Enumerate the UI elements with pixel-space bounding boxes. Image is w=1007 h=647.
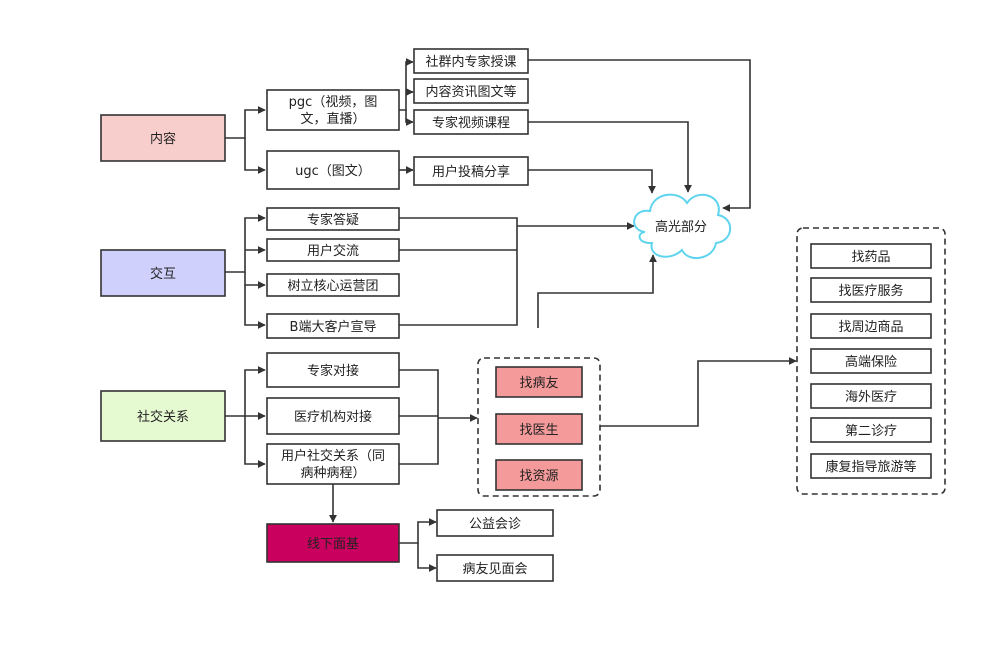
node-svc-drug: 找药品 xyxy=(810,243,932,269)
node-svc-medical-label: 找医疗服务 xyxy=(838,283,903,299)
category-interact: 交互 xyxy=(100,249,226,297)
node-bclient-label: B端大客户宣导 xyxy=(290,319,377,335)
highlight-label: 高光部分 xyxy=(655,219,707,235)
node-svc-overseas: 海外医疗 xyxy=(810,383,932,409)
node-org-label: 医疗机构对接 xyxy=(294,409,372,425)
connector-pgc-video xyxy=(405,110,414,126)
node-svc-rehab-label: 康复指导旅游等 xyxy=(825,459,916,475)
node-talk-label: 用户交流 xyxy=(307,243,359,259)
highlight-cloud xyxy=(633,193,732,259)
node-svc-goods: 找周边商品 xyxy=(810,313,932,339)
node-svc-insurance-label: 高端保险 xyxy=(845,354,897,370)
node-news: 内容资讯图文等 xyxy=(413,78,529,104)
category-content-label: 内容 xyxy=(150,131,176,147)
node-find-resource: 找资源 xyxy=(495,459,583,491)
connector-pgc-course xyxy=(399,58,414,111)
node-user-social: 用户社交关系（同 病种病程） xyxy=(266,443,400,485)
node-find-doctor: 找医生 xyxy=(495,413,583,445)
connector-social-expert xyxy=(225,366,266,417)
node-find-friend-label: 找病友 xyxy=(519,375,558,391)
connector-interact-core xyxy=(244,272,266,289)
node-course: 社群内专家授课 xyxy=(413,48,529,74)
node-find-resource-label: 找资源 xyxy=(519,469,558,484)
connector-content-pgc xyxy=(225,106,266,139)
node-user-social-line2: 病种病程） xyxy=(300,466,365,481)
node-share: 用户投稿分享 xyxy=(413,156,529,186)
node-expert: 专家对接 xyxy=(266,352,400,388)
node-offline: 线下面基 xyxy=(266,523,400,563)
node-find-doctor-label: 找医生 xyxy=(519,423,558,438)
node-video: 专家视频课程 xyxy=(413,109,529,135)
node-ugc: ugc（图文） xyxy=(266,150,400,190)
node-svc-medical: 找医疗服务 xyxy=(810,277,932,303)
node-offline-label: 线下面基 xyxy=(307,537,359,552)
node-core-label: 树立核心运营团 xyxy=(287,279,378,294)
node-course-label: 社群内专家授课 xyxy=(425,54,516,70)
category-social: 社交关系 xyxy=(100,390,226,442)
node-bclient: B端大客户宣导 xyxy=(266,313,400,339)
node-core: 树立核心运营团 xyxy=(266,273,400,297)
node-svc-goods-label: 找周边商品 xyxy=(838,320,903,335)
node-svc-drug-label: 找药品 xyxy=(851,250,890,265)
connector-share-highlight xyxy=(528,169,656,194)
connector-interact-bclient xyxy=(244,285,266,329)
category-content: 内容 xyxy=(100,114,226,162)
node-charity-label: 公益会诊 xyxy=(469,517,521,532)
node-svc-rehab: 康复指导旅游等 xyxy=(810,453,932,479)
connector-content-ugc xyxy=(244,138,266,174)
node-meet: 病友见面会 xyxy=(436,554,554,582)
node-charity: 公益会诊 xyxy=(436,509,554,537)
connectors xyxy=(225,58,797,572)
category-social-label: 社交关系 xyxy=(137,409,189,425)
node-talk: 用户交流 xyxy=(266,238,400,262)
node-expert-label: 专家对接 xyxy=(307,363,359,379)
node-video-label: 专家视频课程 xyxy=(432,115,510,131)
connector-lower-highlight xyxy=(537,254,657,328)
node-qa: 专家答疑 xyxy=(266,207,400,231)
node-meet-label: 病友见面会 xyxy=(462,561,527,577)
node-pgc-line2: 文，直播） xyxy=(300,112,365,127)
connector-social-user xyxy=(244,416,266,468)
node-pgc: pgc（视频，图 文，直播） xyxy=(266,89,400,131)
node-svc-insurance: 高端保险 xyxy=(810,348,932,374)
connector-offline-meet xyxy=(417,543,437,572)
connector-course-highlight xyxy=(528,59,751,212)
category-interact-label: 交互 xyxy=(150,266,176,282)
node-svc-second-label: 第二诊疗 xyxy=(845,424,897,439)
node-org: 医疗机构对接 xyxy=(266,397,400,435)
connector-social-merge xyxy=(399,369,439,465)
node-pgc-line1: pgc（视频，图 xyxy=(289,95,378,110)
node-ugc-label: ugc（图文） xyxy=(295,164,371,179)
connector-interact-merge xyxy=(399,217,518,326)
node-svc-second: 第二诊疗 xyxy=(810,417,932,443)
connector-find-services xyxy=(600,357,797,427)
node-user-social-line1: 用户社交关系（同 xyxy=(281,448,385,464)
node-share-label: 用户投稿分享 xyxy=(432,164,510,180)
node-qa-label: 专家答疑 xyxy=(307,212,359,228)
connector-offline-charity xyxy=(399,518,437,544)
connector-video-highlight xyxy=(528,121,692,193)
node-svc-overseas-label: 海外医疗 xyxy=(845,390,897,405)
connector-interact-qa xyxy=(225,214,266,273)
node-news-label: 内容资讯图文等 xyxy=(425,84,516,100)
node-find-friend: 找病友 xyxy=(495,366,583,398)
